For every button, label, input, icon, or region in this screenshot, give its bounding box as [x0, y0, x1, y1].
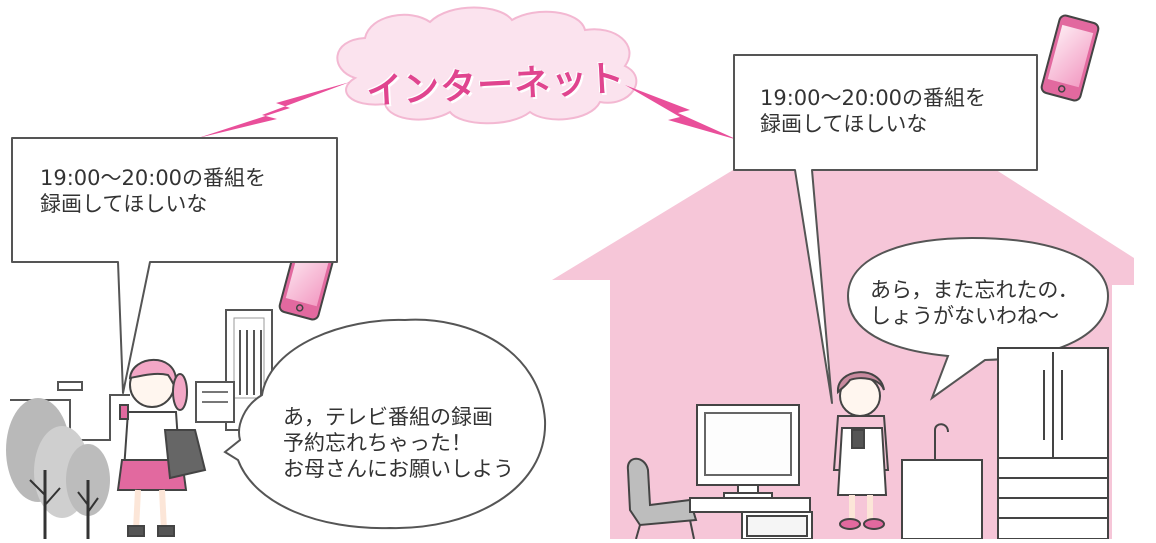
daughter-figure	[116, 358, 207, 537]
low-buildings	[10, 381, 130, 441]
speech-bubble-daughter-thought	[223, 318, 547, 530]
speech-bubble-mother	[846, 236, 1110, 401]
lightning-icon-right	[625, 85, 738, 140]
tv-icon	[696, 404, 800, 499]
chair	[626, 457, 698, 540]
daughter-message-text: 19:00～20:00の番組を 録画してほしいな	[40, 166, 267, 216]
speech-bubble-daughter-message	[11, 137, 338, 394]
lightning-icon-left	[198, 82, 350, 138]
phone-message-text: 19:00～20:00の番組を 録画してほしいな	[760, 86, 987, 136]
mother-speech-text: あら，また忘れたの． しょうがないわね～	[870, 278, 1079, 328]
tree-icon	[6, 398, 110, 539]
refrigerator-icon	[997, 347, 1109, 540]
mother-figure	[832, 371, 890, 530]
tv-stand	[689, 497, 813, 540]
smartphone-icon-right	[1040, 14, 1100, 102]
speech-bubble-phone-message	[733, 54, 1038, 404]
daughter-thought-text: あ，テレビ番組の録画 予約忘れちゃった！ お母さんにお願いしよう	[283, 405, 514, 481]
building-icon	[195, 309, 273, 431]
cloud-icon	[336, 6, 638, 125]
